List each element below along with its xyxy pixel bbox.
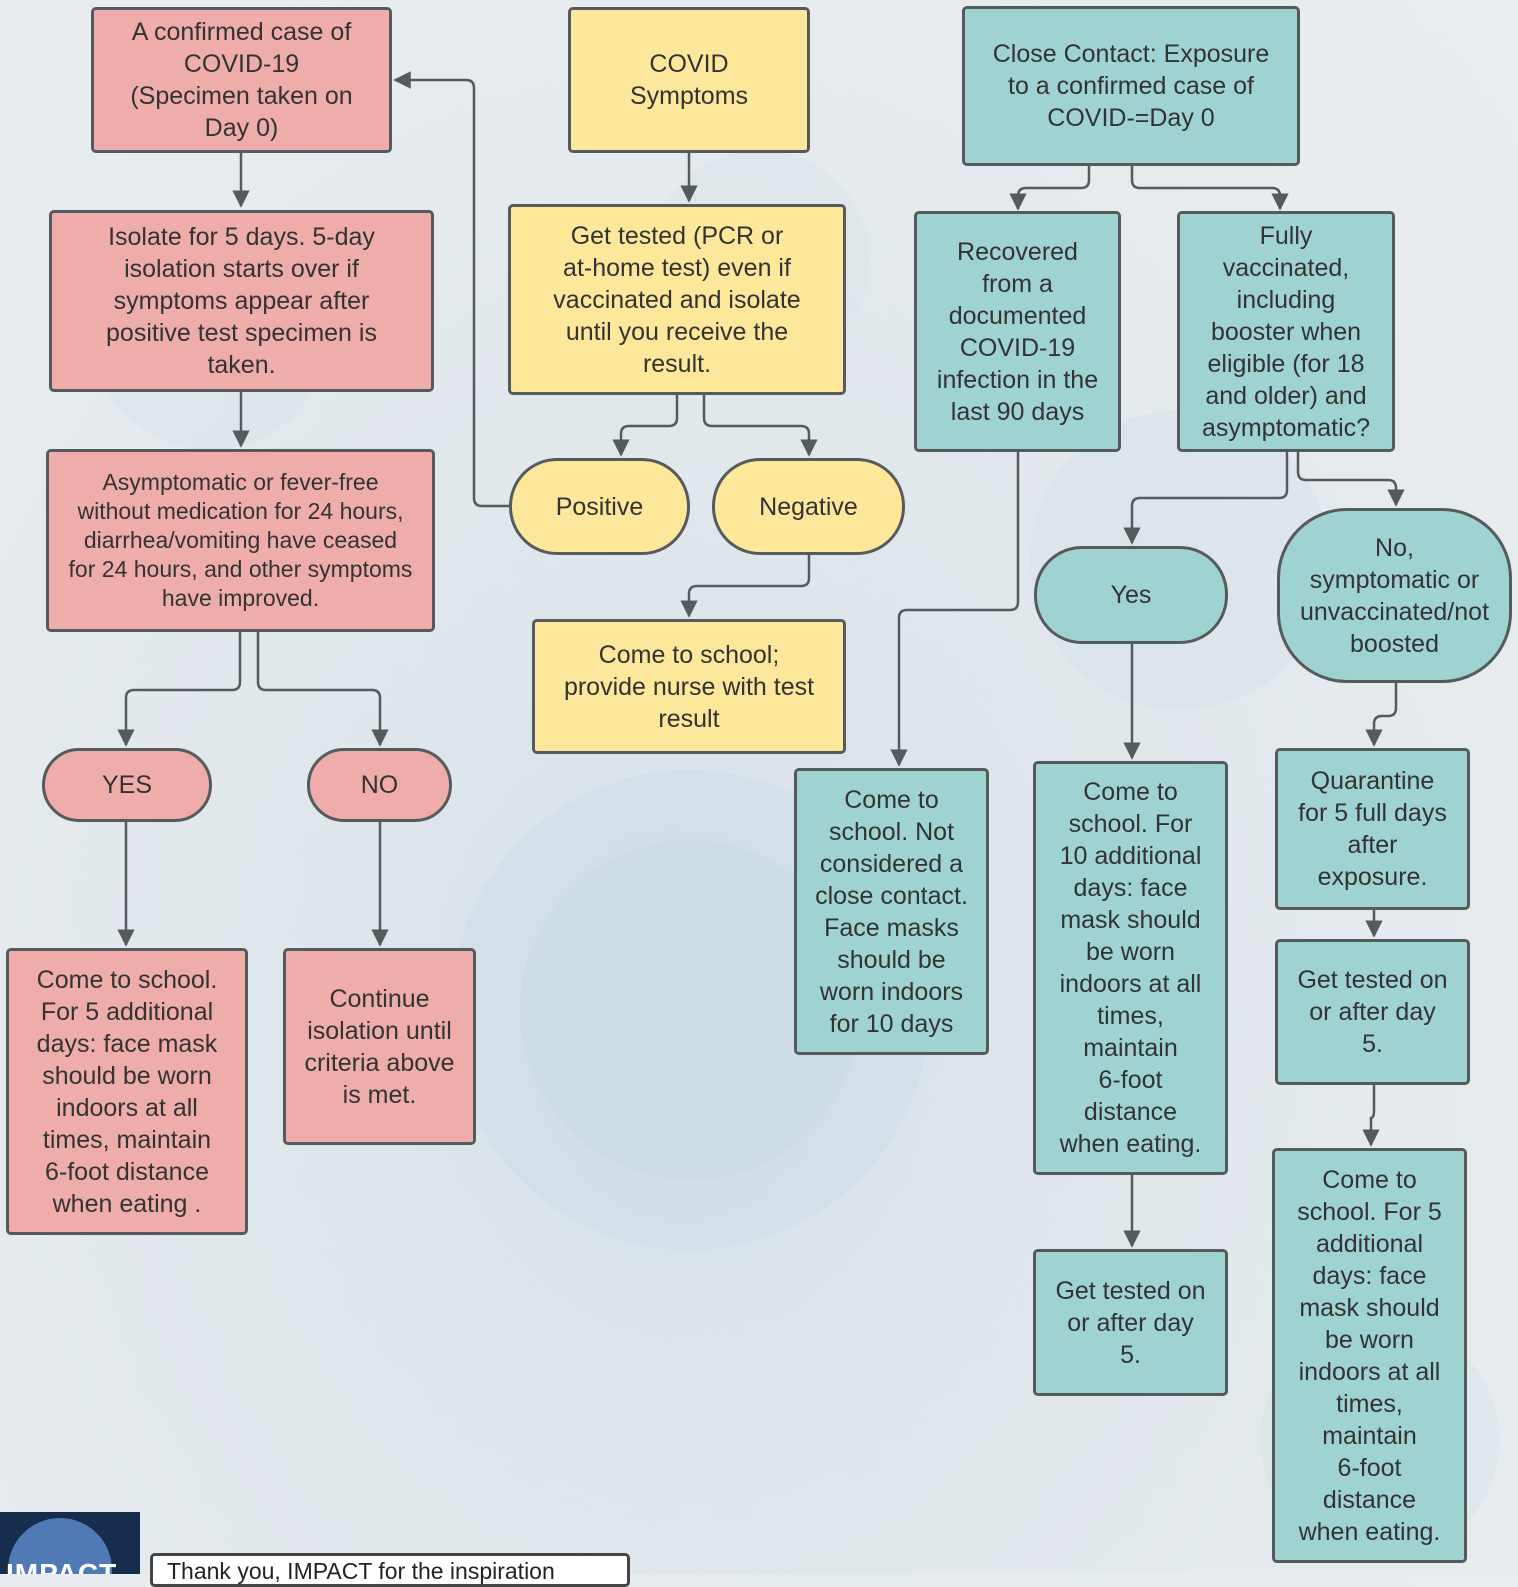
- yes-teal-node: Yes: [1034, 546, 1228, 644]
- recovered-node: Recovered from a documented COVID-19 inf…: [914, 211, 1121, 452]
- come-to-school-5-days-node: Come to school. For 5 additional days: f…: [6, 948, 248, 1235]
- tested-day5-middle-node: Get tested on or after day 5.: [1033, 1249, 1228, 1396]
- covid-symptoms-node: COVID Symptoms: [568, 7, 810, 153]
- close-contact-node: Close Contact: Exposure to a confirmed c…: [962, 6, 1300, 166]
- tested-day5-right-node: Get tested on or after day 5.: [1275, 939, 1470, 1085]
- continue-isolation-node: Continue isolation until criteria above …: [283, 948, 476, 1145]
- fully-vaccinated-node: Fully vaccinated, including booster when…: [1177, 211, 1395, 452]
- isolate-node: Isolate for 5 days. 5-day isolation star…: [49, 210, 434, 392]
- come-to-school-test-result-node: Come to school; provide nurse with test …: [532, 619, 846, 754]
- criteria-node: Asymptomatic or fever-free without medic…: [46, 449, 435, 632]
- negative-node: Negative: [712, 458, 905, 555]
- come-to-school-10-days-node: Come to school. For 10 additional days: …: [1033, 761, 1228, 1175]
- come-to-school-5-days-teal-node: Come to school. For 5 additional days: f…: [1272, 1148, 1467, 1563]
- positive-node: Positive: [509, 458, 690, 555]
- no-red-node: NO: [307, 748, 452, 822]
- no-symptomatic-node: No, symptomatic or unvaccinated/not boos…: [1277, 508, 1512, 683]
- thanks-note: Thank you, IMPACT for the inspiration: [150, 1553, 630, 1587]
- impact-logo: IMPACT: [0, 1512, 140, 1574]
- get-tested-node: Get tested (PCR or at-home test) even if…: [508, 204, 846, 395]
- confirmed-case-node: A confirmed case of COVID-19 (Specimen t…: [91, 7, 392, 153]
- not-close-contact-node: Come to school. Not considered a close c…: [794, 768, 989, 1055]
- logo-text: IMPACT: [6, 1558, 118, 1574]
- quarantine-node: Quarantine for 5 full days after exposur…: [1275, 748, 1470, 910]
- yes-red-node: YES: [42, 748, 212, 822]
